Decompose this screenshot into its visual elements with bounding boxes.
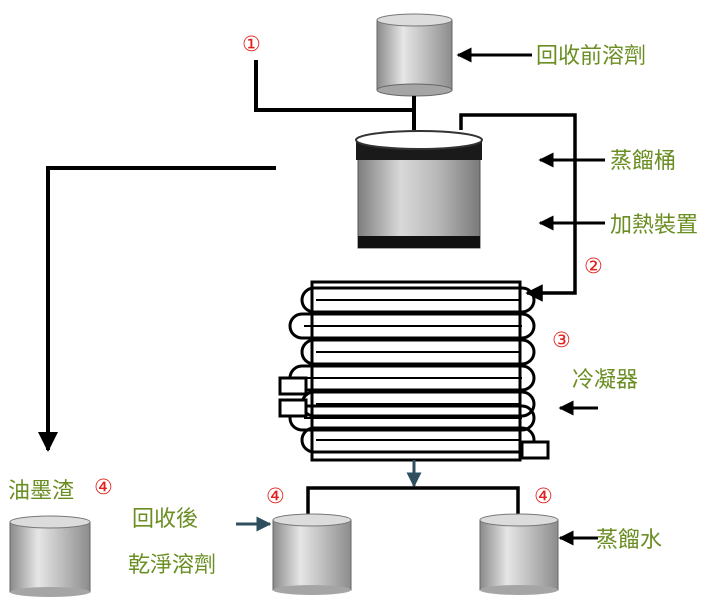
recovered-solvent-canister xyxy=(272,513,352,595)
step1-pointer-line xyxy=(254,60,414,112)
step-4-residue: ④ xyxy=(94,475,113,499)
label-still-pot: 蒸餾桶 xyxy=(610,149,676,174)
split-line xyxy=(306,486,520,518)
label-ink-residue: 油墨渣 xyxy=(8,479,74,504)
still-pot xyxy=(355,130,483,249)
distilled-water-canister xyxy=(479,513,559,595)
vapor-line xyxy=(459,113,577,302)
label-recovered-line2: 乾淨溶劑 xyxy=(128,553,216,578)
solvent-before-canister xyxy=(376,13,453,97)
ink-residue-canister xyxy=(9,515,91,597)
label-recovered-line1: 回收後 xyxy=(132,507,198,532)
step-4-recovered: ④ xyxy=(266,484,285,508)
label-distilled-water: 蒸餾水 xyxy=(596,528,662,553)
condenser xyxy=(278,280,550,462)
step-4-water: ④ xyxy=(534,484,553,508)
step-3: ③ xyxy=(552,328,571,352)
residue-line xyxy=(38,166,276,452)
step-2: ② xyxy=(584,254,603,278)
step-1: ① xyxy=(242,32,261,56)
label-heater: 加熱裝置 xyxy=(610,213,698,238)
label-solvent-before: 回收前溶劑 xyxy=(536,44,646,69)
label-condenser: 冷凝器 xyxy=(572,368,638,393)
